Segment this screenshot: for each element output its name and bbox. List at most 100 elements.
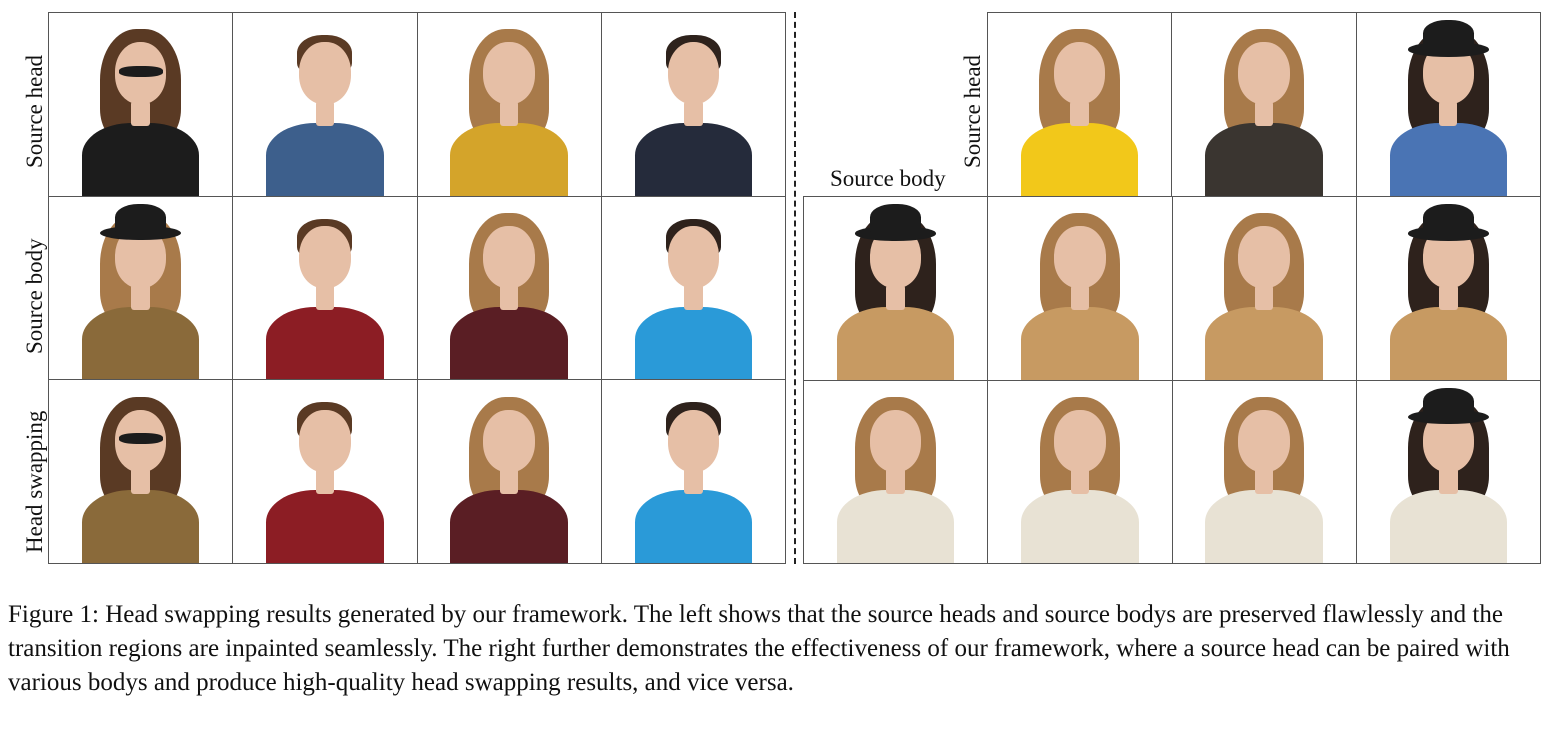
hat-crown-shape <box>114 203 167 234</box>
torso-shape <box>450 306 568 380</box>
hat-crown-shape <box>869 204 922 234</box>
neck-shape <box>1439 284 1458 311</box>
neck-shape <box>315 468 335 494</box>
face-shape <box>667 42 720 105</box>
face-shape <box>667 225 720 288</box>
face-shape <box>667 409 720 472</box>
neck-shape <box>1254 100 1274 127</box>
torso-shape <box>450 490 568 563</box>
hat-crown-shape <box>1422 204 1475 234</box>
torso-shape <box>266 490 384 563</box>
torso-shape <box>1205 490 1323 563</box>
face-shape <box>1238 226 1290 289</box>
face-shape <box>869 409 922 472</box>
figure-caption: Figure 1: Head swapping results generate… <box>8 601 1510 696</box>
neck-shape <box>1254 468 1274 494</box>
sunglasses-shape <box>118 433 163 445</box>
portrait-image <box>233 380 417 563</box>
torso-shape <box>1389 490 1507 563</box>
portrait-image <box>1356 380 1540 563</box>
neck-shape <box>684 468 703 494</box>
torso-shape <box>266 122 384 196</box>
portrait-image <box>1172 380 1356 563</box>
torso-shape <box>1205 306 1323 380</box>
neck-shape <box>886 284 905 311</box>
neck-shape <box>684 284 703 310</box>
neck-shape <box>1254 284 1274 311</box>
face-shape <box>1238 409 1290 472</box>
torso-shape <box>450 122 568 196</box>
neck-shape <box>499 100 519 127</box>
neck-shape <box>499 284 519 310</box>
left-image-grid <box>48 12 786 564</box>
face-shape <box>483 409 535 472</box>
torso-shape <box>634 306 752 380</box>
portrait-image <box>49 13 233 196</box>
torso-shape <box>1389 123 1507 196</box>
torso-shape <box>81 306 200 380</box>
portrait-image <box>601 196 785 380</box>
neck-shape <box>1070 100 1089 127</box>
face-shape <box>1053 42 1106 105</box>
neck-shape <box>131 100 150 127</box>
row-label-source-head-right: Source head <box>960 54 985 168</box>
neck-shape <box>315 100 335 127</box>
portrait-image <box>417 196 601 380</box>
face-shape <box>483 225 535 288</box>
sunglasses-shape <box>118 65 163 77</box>
dashed-divider <box>794 12 796 564</box>
neck-shape <box>1439 468 1458 494</box>
col-label-source-body: Source body <box>830 166 946 191</box>
neck-shape <box>1070 284 1090 311</box>
torso-shape <box>836 490 955 563</box>
torso-shape <box>1389 306 1507 380</box>
portrait-image <box>804 197 988 380</box>
portrait-image <box>988 13 1172 196</box>
face-shape <box>1054 409 1106 472</box>
torso-shape <box>836 306 955 380</box>
torso-shape <box>1021 306 1139 380</box>
face-shape <box>299 42 351 105</box>
right-image-grid <box>803 196 1541 564</box>
torso-shape <box>634 490 752 563</box>
row-label-head-swapping: Head swapping <box>22 410 47 553</box>
face-shape <box>1238 42 1290 105</box>
portrait-image <box>1172 197 1356 380</box>
torso-shape <box>266 306 384 380</box>
face-shape <box>483 42 535 105</box>
face-shape <box>299 409 351 472</box>
right-source-head-row <box>987 12 1541 197</box>
face-shape <box>299 225 351 288</box>
portrait-image <box>49 196 233 380</box>
portrait-image <box>1356 13 1540 196</box>
torso-shape <box>634 122 752 196</box>
neck-shape <box>886 468 905 494</box>
portrait-image <box>417 380 601 563</box>
neck-shape <box>684 100 703 127</box>
neck-shape <box>1439 100 1458 127</box>
torso-shape <box>81 490 200 563</box>
row-label-source-body: Source body <box>22 238 47 354</box>
torso-shape <box>1020 123 1139 196</box>
portrait-image <box>233 196 417 380</box>
portrait-image <box>804 380 988 563</box>
portrait-image <box>601 13 785 196</box>
portrait-image <box>988 197 1172 380</box>
portrait-image <box>601 380 785 563</box>
portrait-image <box>1356 197 1540 380</box>
neck-shape <box>499 468 519 494</box>
portrait-image <box>1172 13 1356 196</box>
portrait-image <box>233 13 417 196</box>
portrait-image <box>988 380 1172 563</box>
torso-shape <box>1205 123 1323 196</box>
neck-shape <box>131 468 150 494</box>
neck-shape <box>131 284 150 310</box>
face-shape <box>1054 226 1106 289</box>
neck-shape <box>1070 468 1090 494</box>
torso-shape <box>1021 490 1139 563</box>
hat-crown-shape <box>1422 20 1474 50</box>
row-label-source-head: Source head <box>22 54 47 168</box>
portrait-image <box>49 380 233 563</box>
neck-shape <box>315 284 335 310</box>
torso-shape <box>81 122 200 196</box>
